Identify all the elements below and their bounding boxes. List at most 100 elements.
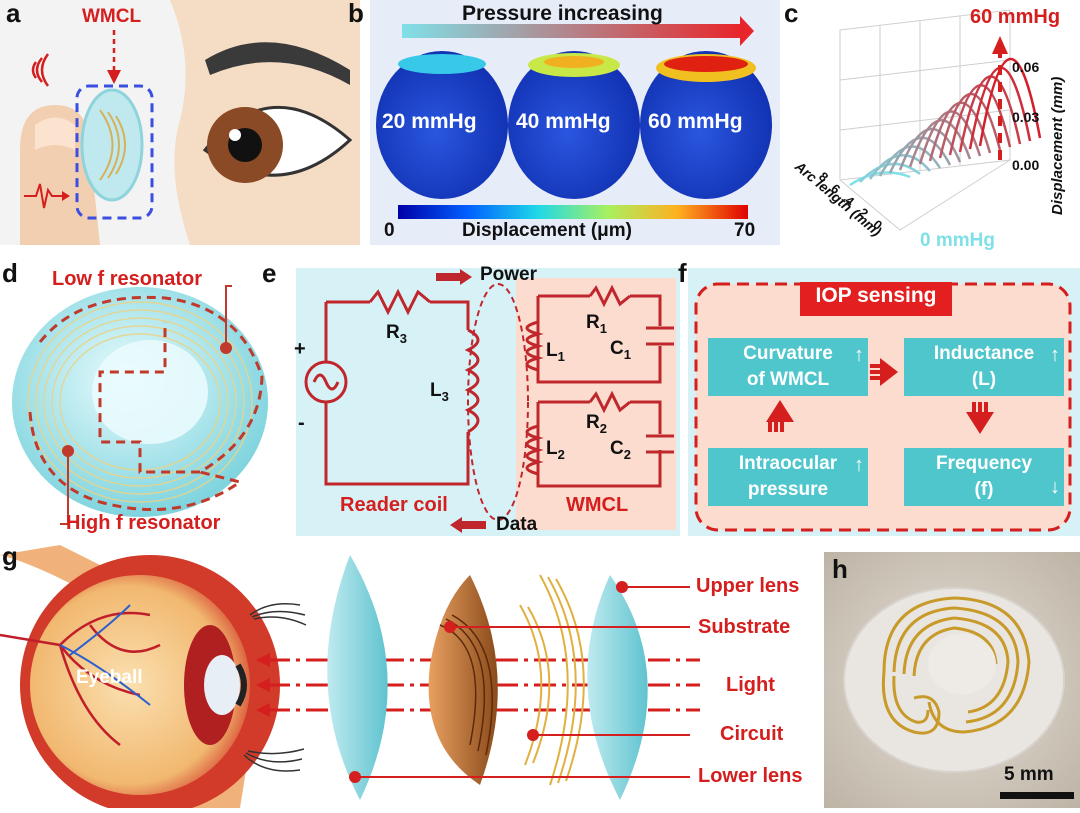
panel-label-c: c xyxy=(784,0,799,28)
displacement-curve xyxy=(908,119,972,168)
up-arrow-icon-2: ↑ xyxy=(1050,344,1060,366)
coupling-field xyxy=(467,283,529,521)
panel-a: a WMCL xyxy=(0,0,360,245)
data-label: Data xyxy=(496,514,538,535)
down-arrow-icon: ↓ xyxy=(1050,476,1060,498)
sphere-label-40: 40 mmHg xyxy=(516,110,611,133)
box-frequency: Frequency(f) xyxy=(904,448,1064,506)
circuit-diagram xyxy=(296,268,680,536)
resistor-r1 xyxy=(588,284,631,308)
wmcl-label: WMCL xyxy=(82,6,142,27)
layer-light: Light xyxy=(726,674,775,696)
ac-source-icon xyxy=(304,360,348,404)
wmcl-circuit-label: WMCL xyxy=(566,494,629,516)
panel-c: 0.06 0.03 0.00 Displacement (mm) 8 6 4 2… xyxy=(780,0,1080,251)
lens-eye-shape xyxy=(204,655,240,715)
y-tick-2: 0.00 xyxy=(1012,157,1039,173)
label-60mmhg: 60 mmHg xyxy=(970,6,1061,28)
high-f-label: High f resonator xyxy=(66,512,221,534)
upper-lens-shape xyxy=(587,575,648,800)
lower-lens-shape xyxy=(327,555,388,800)
panel-label-d: d xyxy=(2,258,18,288)
colorbar-max: 70 xyxy=(734,220,756,241)
iop-title: IOP sensing xyxy=(815,284,937,307)
y-tick-1: 0.03 xyxy=(1012,109,1039,125)
colorbar xyxy=(398,205,748,219)
colorbar-label: Displacement (μm) xyxy=(462,220,632,241)
y-axis-label: Displacement (mm) xyxy=(1049,77,1066,215)
wireless-signal-icon xyxy=(31,53,50,87)
inductor-l3 xyxy=(464,328,480,434)
arrow-up-icon xyxy=(766,400,794,422)
label-r3: R3 xyxy=(386,322,407,346)
panel-label-b: b xyxy=(348,0,364,28)
panel-g-illustration xyxy=(0,545,700,813)
layer-upper-lens: Upper lens xyxy=(696,575,800,597)
sphere-label-60: 60 mmHg xyxy=(648,110,743,133)
y-tick-0: 0.06 xyxy=(1012,59,1039,75)
panel-d-illustration xyxy=(12,285,268,525)
displacement-curve xyxy=(888,136,952,174)
layer-lower-lens: Lower lens xyxy=(698,765,803,787)
panel-h: h 5 mm xyxy=(824,552,1080,808)
panel-label-f: f xyxy=(678,258,687,288)
inductor-l1 xyxy=(525,320,544,372)
wmcl-region xyxy=(516,278,676,530)
signal-waveform-icon xyxy=(24,183,62,209)
scale-label: 5 mm xyxy=(1004,764,1054,785)
scale-bar xyxy=(1000,792,1074,799)
panel-a-illustration xyxy=(0,0,360,245)
panel-label-g: g xyxy=(2,541,18,571)
panel-label-e: e xyxy=(262,258,277,288)
panel-b-illustration xyxy=(370,0,780,245)
power-label: Power xyxy=(480,264,538,285)
reader-coil-label: Reader coil xyxy=(340,494,448,516)
panel-c-plot: 0.06 0.03 0.00 Displacement (mm) 8 6 4 2… xyxy=(791,9,1066,240)
low-f-label: Low f resonator xyxy=(52,268,203,290)
arrow-right-icon xyxy=(880,358,898,386)
x-axis-label: Arc length (mm) xyxy=(791,157,885,239)
panel-label-a: a xyxy=(6,0,21,28)
panel-d: d Low f resonator High f resonator xyxy=(0,258,290,540)
data-arrow-icon xyxy=(450,517,462,533)
sphere-20 xyxy=(376,51,508,199)
lens-photo xyxy=(824,552,1080,808)
panel-e: e Power Data R3 L3 + - R1 L1 C1 R2 L2 C2… xyxy=(262,258,682,540)
up-arrow-icon-1: ↑ xyxy=(854,344,864,366)
circuit-shape xyxy=(519,574,585,786)
label-minus: - xyxy=(298,412,305,434)
up-arrow-icon-3: ↑ xyxy=(854,454,864,476)
displacement-curves xyxy=(849,57,1042,187)
panel-b-title: Pressure increasing xyxy=(462,2,663,25)
capacitor-c1 xyxy=(646,326,674,346)
label-r2: R2 xyxy=(586,412,607,436)
substrate-shape xyxy=(428,575,498,785)
displacement-curve xyxy=(978,57,1042,147)
layer-substrate: Substrate xyxy=(698,616,791,638)
label-l1: L1 xyxy=(546,340,565,364)
box-inductance: Inductance(L) xyxy=(904,338,1064,396)
label-l2: L2 xyxy=(546,438,565,462)
eyeball-label: Eyeball xyxy=(76,667,143,688)
iop-title-box xyxy=(800,282,952,316)
panel-b: b Pressure increasing 20 mmHg 40 mmHg 60… xyxy=(348,0,780,245)
displacement-curve xyxy=(958,75,1022,153)
label-c2: C2 xyxy=(610,438,631,462)
eyebrow-shape xyxy=(205,42,350,85)
power-arrow-icon xyxy=(460,269,472,285)
inductor-l2 xyxy=(525,424,544,476)
arrow-down-icon xyxy=(966,412,994,434)
resistor-r2 xyxy=(588,390,631,414)
displacement-curve xyxy=(898,127,962,171)
label-plus: + xyxy=(294,338,306,360)
panel-label-h: h xyxy=(832,554,848,584)
panel-g: g Eyeball Upper lens Substrate Light Cir… xyxy=(0,541,822,813)
sphere-40 xyxy=(508,51,640,199)
sphere-60 xyxy=(640,51,772,199)
colorbar-min: 0 xyxy=(384,220,395,241)
capacitor-c2 xyxy=(646,434,674,454)
sphere-label-20: 20 mmHg xyxy=(382,110,477,133)
